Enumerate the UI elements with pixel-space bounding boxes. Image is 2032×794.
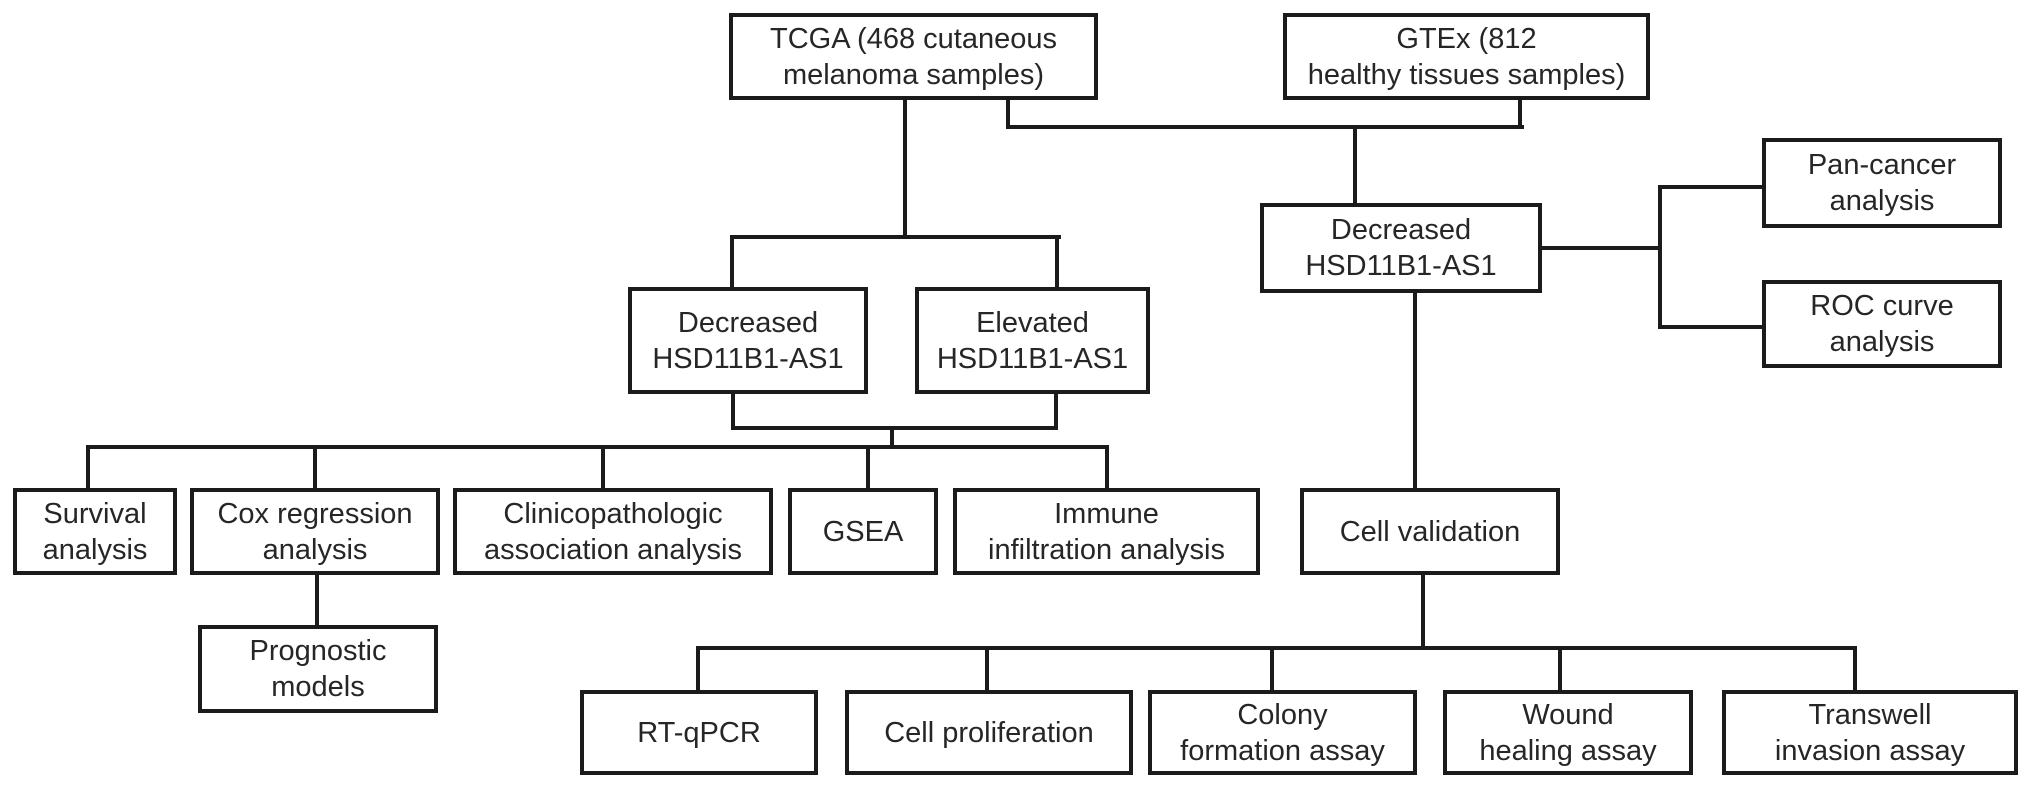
- node-label: Decreased: [677, 306, 819, 339]
- connector-v: [890, 426, 894, 447]
- node-cell-proliferation: Cell proliferation: [845, 690, 1133, 775]
- node-label: Clinicopathologic: [503, 497, 723, 530]
- connector-h: [1006, 125, 1524, 129]
- node-label: GTEx (812: [1396, 22, 1537, 55]
- node-cell-validation: Cell validation: [1300, 488, 1560, 575]
- node-label: RT-qPCR: [637, 716, 761, 749]
- connector-v: [601, 445, 605, 488]
- connector-h: [696, 646, 1857, 650]
- node-gtex: GTEx (812 healthy tissues samples): [1283, 13, 1650, 100]
- connector-h: [86, 445, 1109, 449]
- node-transwell-invasion-assay: Transwell invasion assay: [1722, 690, 2018, 775]
- node-label: HSD11B1-AS1: [936, 342, 1129, 375]
- node-label: Colony: [1237, 698, 1328, 731]
- node-label: HSD11B1-AS1: [652, 342, 844, 375]
- node-tcga: TCGA (468 cutaneous melanoma samples): [729, 13, 1098, 100]
- connector-v: [985, 646, 989, 690]
- node-label: association analysis: [484, 533, 742, 566]
- node-colony-formation-assay: Colony formation assay: [1148, 690, 1417, 775]
- node-decreased-hsd11b1-as1-left: Decreased HSD11B1-AS1: [628, 287, 868, 394]
- connector-v: [313, 445, 317, 488]
- connector-v: [86, 445, 90, 488]
- connector-h: [731, 426, 1058, 430]
- connector-h: [1542, 246, 1662, 250]
- node-label: GSEA: [822, 515, 904, 548]
- connector-h: [1658, 325, 1762, 329]
- node-label: analysis: [1829, 326, 1935, 358]
- connector-v: [1853, 646, 1857, 690]
- node-label: infiltration analysis: [988, 533, 1225, 566]
- connector-v: [1105, 445, 1109, 488]
- connector-v: [1421, 575, 1425, 650]
- connector-v: [1658, 185, 1662, 329]
- node-label: melanoma samples): [782, 58, 1045, 91]
- node-immune-infiltration-analysis: Immune infiltration analysis: [953, 488, 1260, 575]
- node-label: healthy tissues samples): [1307, 58, 1626, 91]
- node-label: Transwell: [1808, 698, 1932, 731]
- node-label: ROC curve: [1810, 290, 1954, 322]
- node-prognostic-models: Prognostic models: [198, 625, 438, 713]
- node-cox-regression-analysis: Cox regression analysis: [190, 488, 440, 575]
- connector-v: [1055, 235, 1059, 287]
- connector-v: [1353, 125, 1357, 203]
- connector-v: [1006, 100, 1010, 129]
- node-label: formation assay: [1180, 734, 1385, 767]
- node-label: Immune: [1054, 497, 1159, 530]
- node-label: Elevated: [976, 306, 1089, 339]
- node-label: analysis: [262, 533, 368, 566]
- node-roc-curve-analysis: ROC curve analysis: [1762, 280, 2002, 368]
- node-decreased-hsd11b1-as1-right: Decreased HSD11B1-AS1: [1260, 203, 1542, 293]
- node-label: TCGA (468 cutaneous: [770, 22, 1057, 55]
- connector-v: [1413, 293, 1417, 488]
- connector-v: [903, 100, 907, 239]
- connector-v: [1270, 646, 1274, 690]
- node-label: Cell proliferation: [884, 716, 1094, 749]
- node-gsea: GSEA: [788, 488, 938, 575]
- node-label: healing assay: [1479, 734, 1657, 767]
- node-label: Cell validation: [1339, 515, 1521, 548]
- node-label: Prognostic: [249, 635, 387, 667]
- node-label: analysis: [1829, 185, 1935, 217]
- node-label: Wound: [1522, 698, 1614, 731]
- connector-h: [1658, 185, 1762, 189]
- node-wound-healing-assay: Wound healing assay: [1443, 690, 1693, 775]
- connector-v: [731, 394, 735, 430]
- connector-v: [730, 235, 734, 287]
- connector-v: [315, 575, 319, 625]
- node-label: Survival: [43, 497, 147, 530]
- node-label: HSD11B1-AS1: [1305, 250, 1497, 282]
- connector-v: [1518, 100, 1522, 129]
- node-label: Decreased: [1330, 214, 1472, 246]
- node-label: models: [271, 671, 365, 703]
- node-clinicopathologic-association-analysis: Clinicopathologic association analysis: [453, 488, 773, 575]
- node-survival-analysis: Survival analysis: [13, 488, 177, 575]
- connector-v: [696, 646, 700, 690]
- node-label: Pan-cancer: [1807, 149, 1957, 181]
- node-label: invasion assay: [1774, 734, 1966, 767]
- node-label: Cox regression: [217, 497, 413, 530]
- node-pan-cancer-analysis: Pan-cancer analysis: [1762, 138, 2002, 228]
- node-label: analysis: [42, 533, 148, 566]
- node-elevated-hsd11b1-as1: Elevated HSD11B1-AS1: [915, 287, 1150, 394]
- connector-h: [730, 235, 1061, 239]
- connector-v: [866, 445, 870, 488]
- connector-v: [1558, 646, 1562, 690]
- node-rt-qpcr: RT-qPCR: [580, 690, 818, 775]
- connector-v: [1054, 394, 1058, 430]
